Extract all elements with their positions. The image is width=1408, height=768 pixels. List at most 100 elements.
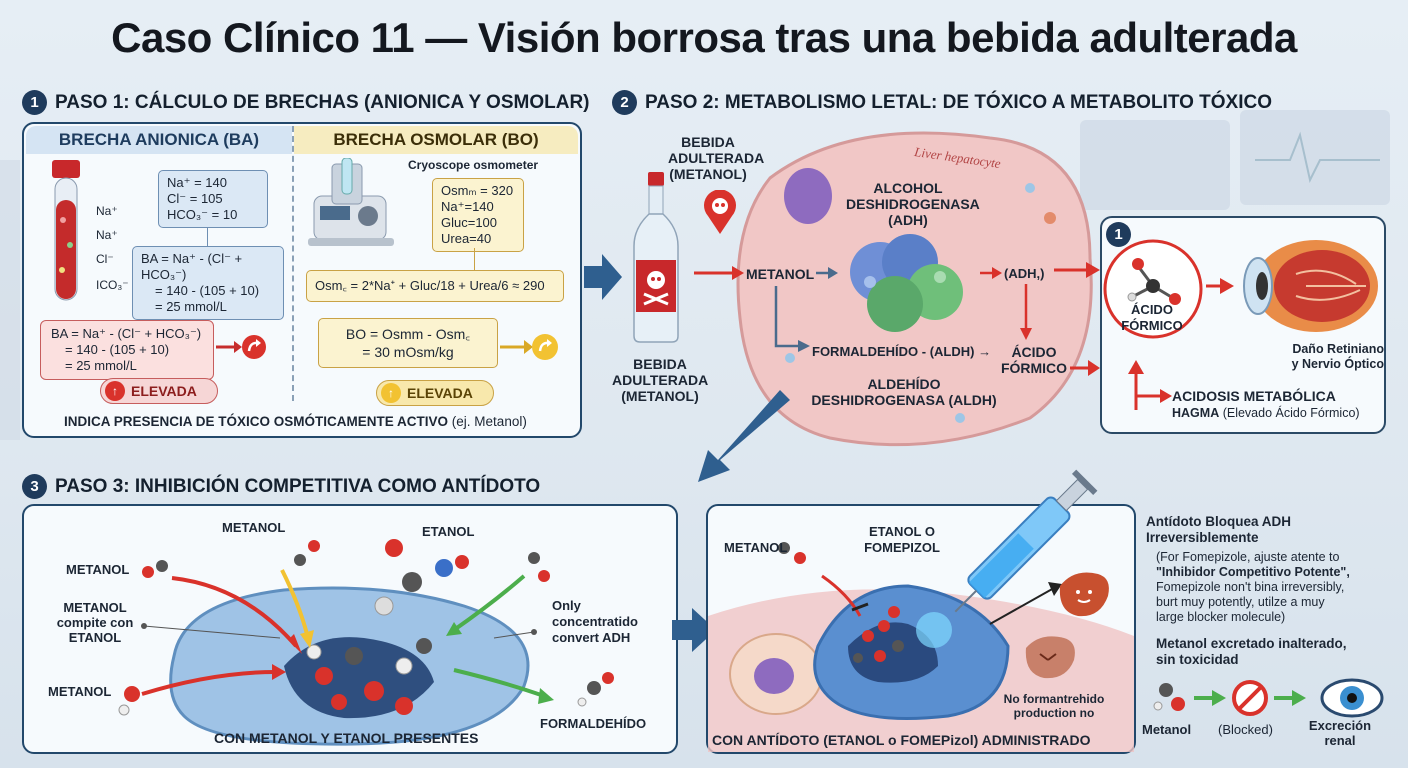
step3-left-panel: METANOL ETANOL METANOL METANOL compite c… xyxy=(22,504,678,754)
pathway-label: FORMALDEHÍDO - (ALDH) → xyxy=(812,344,992,359)
tube-ion-3: Cl⁻ xyxy=(96,252,114,266)
antidote-note-line2: Fomepizole non't bina irreversibly, xyxy=(1156,580,1345,594)
bo-title: BRECHA OSMOLAR (BO) xyxy=(294,126,578,154)
compite-line2: compite con xyxy=(56,615,134,630)
bo-connector xyxy=(474,248,475,270)
bo-result-line1: BO = Osmm - Osm꜀ xyxy=(345,326,471,342)
tube-ion-2: Na⁺ xyxy=(96,228,118,242)
ba-title: BRECHA ANIONICA (BA) xyxy=(26,126,292,154)
adh-line1: ALCOHOL xyxy=(873,180,943,196)
liver-healthy-icon xyxy=(1059,572,1109,617)
metanol-bottom-label: METANOL xyxy=(48,684,112,699)
step2-header: 2 PASO 2: METABOLISMO LETAL: DE TÓXICO A… xyxy=(612,90,1272,115)
etanol-line2: FOMEPIZOL xyxy=(864,540,940,555)
flow-excrecion-label: Excreción renal xyxy=(1300,718,1380,748)
tube-ion-4: ICO₃⁻ xyxy=(96,278,129,292)
acido-inset-line2: FÓRMICO xyxy=(1121,318,1183,333)
flow-metanol-label: Metanol xyxy=(1142,722,1192,737)
syringe-icon xyxy=(954,469,1098,613)
ba-value-na: Na⁺ = 140 xyxy=(167,175,227,190)
retina-label: Daño Retiniano y Nervio Óptico xyxy=(1252,342,1384,372)
arrow-step1-to-step2 xyxy=(584,254,622,300)
aldh-line1: ALDEHÍDO xyxy=(867,376,941,392)
excreted-line1: Metanol excretado inalterado, xyxy=(1156,636,1347,651)
acido-cell-line2: FÓRMICO xyxy=(1000,360,1068,376)
adh-line2: DESHIDROGENASA xyxy=(846,196,980,212)
bottle-icon xyxy=(633,172,679,343)
bo-value-gluc: Gluc=100 xyxy=(441,215,498,230)
bottle-bottom-line2: ADULTERADA xyxy=(612,372,709,388)
bo-elevated-badge: ↑ ELEVADA xyxy=(376,380,494,406)
bottle-label-bottom: BEBIDA ADULTERADA (METANOL) xyxy=(612,356,708,404)
step3-header: 3 PASO 3: INHIBICIÓN COMPETITIVA COMO AN… xyxy=(22,474,540,499)
retina-line2: y Nervio Óptico xyxy=(1291,357,1384,371)
enzyme-pocket-left xyxy=(118,539,614,746)
adh-line3: (ADH) xyxy=(888,212,928,228)
arrow-metanol-adh xyxy=(816,267,838,279)
arrow-to-inset xyxy=(1054,262,1100,278)
step1-header: 1 PASO 1: CÁLCULO DE BRECHAS (ANIONICA Y… xyxy=(22,90,590,115)
ba-elevated-badge: ↑ ELEVADA xyxy=(100,378,218,404)
compite-line3: ETANOL xyxy=(68,630,122,645)
metanol-right-label: METANOL xyxy=(724,540,788,555)
no-form-line1: No formantrehido xyxy=(1003,692,1105,706)
excreted-label: Metanol excretado inalterado, sin toxici… xyxy=(1156,636,1406,668)
acido-inset-line1: ÁCIDO xyxy=(1131,302,1173,317)
step1-number: 1 xyxy=(22,90,47,115)
ba-result-line1: BA = Na⁺ - (Cl⁻ + HCO₃⁻) xyxy=(51,326,202,341)
bo-calc-box: Osm꜀ = 2*Na⁺ + Gluc/18 + Urea/6 ≈ 290 xyxy=(306,270,564,302)
tube-ion-1: Na⁺ xyxy=(96,204,118,218)
excreted-line2: sin toxicidad xyxy=(1156,652,1239,667)
compite-line1: METANOL xyxy=(63,600,127,615)
antidote-note-line3: burt muy potently, utilze a muy xyxy=(1156,595,1325,609)
ba-result-line2: = 140 - (105 + 10) xyxy=(65,342,170,357)
bo-values-box: Osmₘ = 320 Na⁺=140 Gluc=100 Urea=40 xyxy=(432,178,524,252)
metanol-label: METANOL xyxy=(746,266,815,282)
metanol-left-label: METANOL xyxy=(66,562,130,577)
step3-number: 3 xyxy=(22,474,47,499)
no-form-label: No formantrehido production no xyxy=(994,692,1114,720)
acido-inset-label: ÁCIDO FÓRMICO xyxy=(1106,302,1198,334)
antidote-note: (For Fomepizole, ajuste atente to "Inhib… xyxy=(1156,550,1406,625)
toxicity-inset: 1 ÁCIDO FÓRMICO Daño Retiniano y Nervio … xyxy=(1100,216,1386,434)
flow-blocked-label: (Blocked) xyxy=(1218,722,1273,737)
aldh-line2: DESHIDROGENASA (ALDH) xyxy=(811,392,997,408)
footer-normal: (ej. Metanol) xyxy=(451,414,527,429)
only-line3: convert ADH xyxy=(552,630,631,645)
ba-result-box: BA = Na⁺ - (Cl⁻ + HCO₃⁻) = 140 - (105 + … xyxy=(40,320,214,380)
ba-values-box: Na⁺ = 140 Cl⁻ = 105 HCO₃⁻ = 10 xyxy=(158,170,268,228)
arrow-to-acidosis xyxy=(1128,360,1172,410)
retina-line1: Daño Retiniano xyxy=(1292,342,1384,356)
bo-arrow-icon xyxy=(500,334,558,360)
step2-number: 2 xyxy=(612,90,637,115)
adh-small-label: (ADH,) xyxy=(1004,266,1045,281)
ba-calc-box: BA = Na⁺ - (Cl⁻ + HCO₃⁻) = 140 - (105 + … xyxy=(132,246,284,320)
only-line1: Only xyxy=(552,598,581,613)
bo-badge-label: ELEVADA xyxy=(407,385,473,401)
ba-value-hco3: HCO₃⁻ = 10 xyxy=(167,207,238,222)
antidote-note-bold: "Inhibidor Competitivo Potente", xyxy=(1156,565,1350,579)
step1-footer: INDICA PRESENCIA DE TÓXICO OSMÓTICAMENTE… xyxy=(64,414,527,429)
skull-marker-icon xyxy=(704,190,736,234)
arrow-acido-to-acidosis xyxy=(1070,360,1100,376)
step1-panel: BRECHA ANIONICA (BA) BRECHA OSMOLAR (BO)… xyxy=(22,122,582,438)
arrow-to-eye xyxy=(1206,278,1234,294)
formaldehido-label: FORMALDEHÍDO xyxy=(540,716,647,731)
acido-cell-label: ÁCIDO FÓRMICO xyxy=(996,344,1072,376)
aldh-label: ALDEHÍDO DESHIDROGENASA (ALDH) xyxy=(804,376,1004,408)
bottle-top-line3: (METANOL) xyxy=(669,166,747,182)
column-divider xyxy=(292,126,294,401)
footer-bold: INDICA PRESENCIA DE TÓXICO OSMÓTICAMENTE… xyxy=(64,414,449,429)
osmometer-label: Cryoscope osmometer xyxy=(408,158,539,172)
bo-value-na: Na⁺=140 xyxy=(441,199,494,214)
antidote-note-line4: large blocker molecule) xyxy=(1156,610,1286,624)
bo-value-urea: Urea=40 xyxy=(441,231,492,246)
arrow-step3-left-to-right xyxy=(672,608,716,652)
flow-excrecion-line1: Excreción xyxy=(1308,718,1372,733)
only-line2: concentratido xyxy=(552,614,638,629)
ba-calc-line1: BA = Na⁺ - (Cl⁻ + HCO₃⁻) xyxy=(141,251,243,282)
adh-label: ALCOHOL DESHIDROGENASA (ADH) xyxy=(846,180,980,228)
hagma-label: HAGMA xyxy=(1172,406,1220,420)
acido-circle xyxy=(1103,239,1203,339)
arrow-to-formaldehido xyxy=(774,286,810,352)
